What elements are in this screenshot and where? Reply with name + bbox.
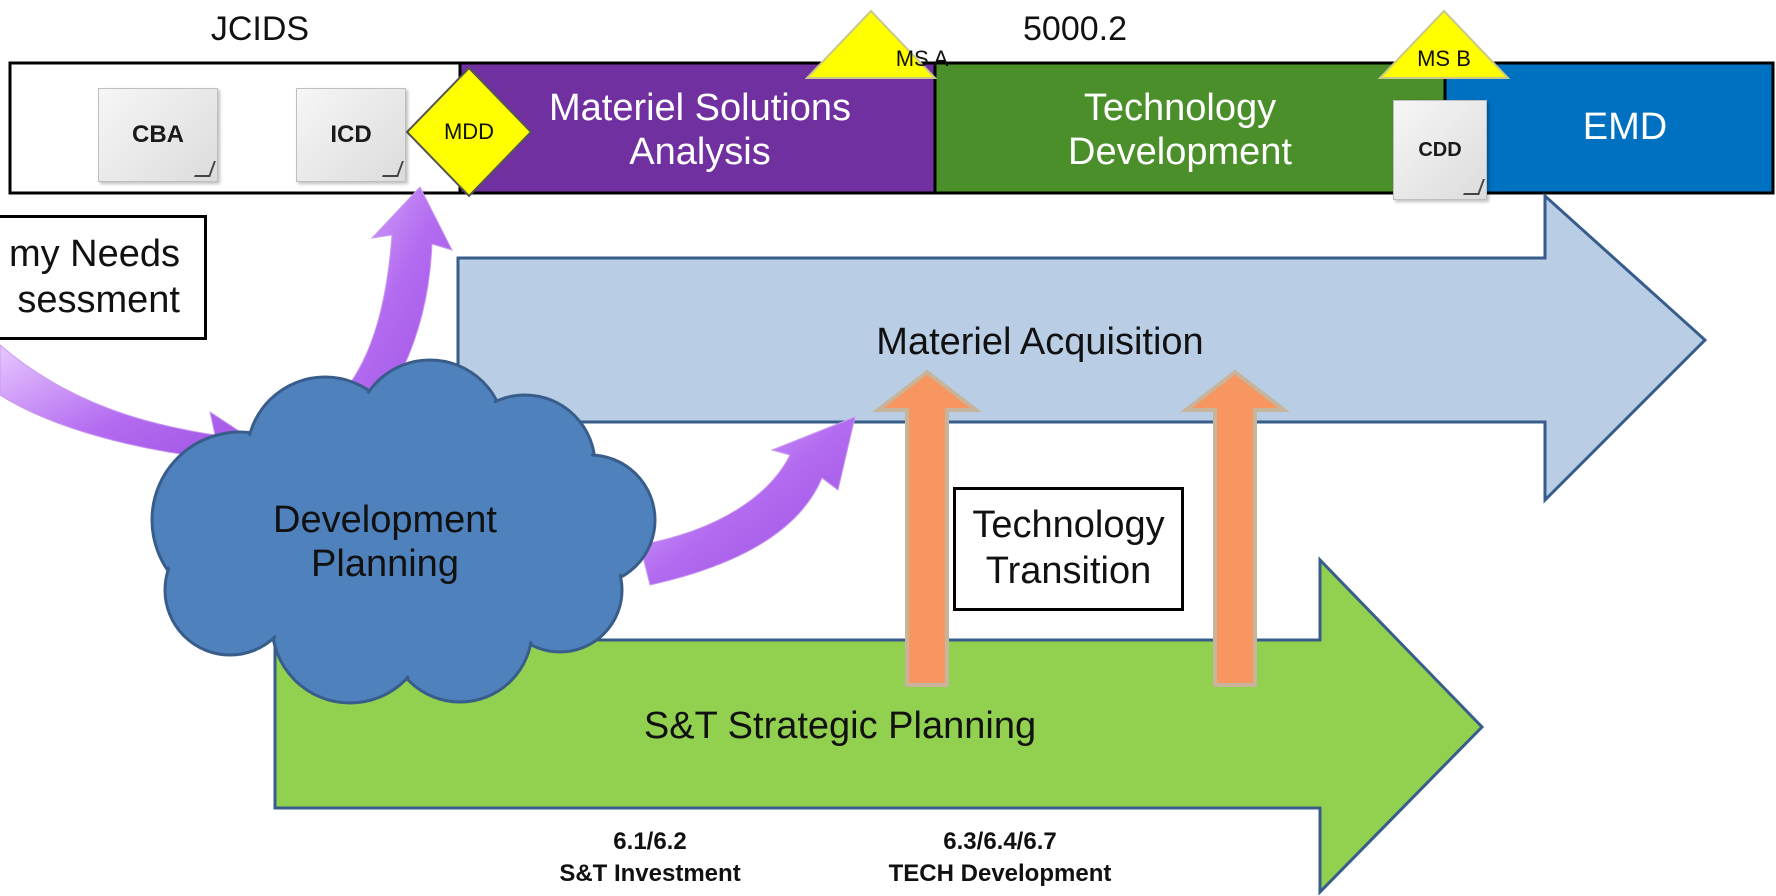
cdd-label: CDD bbox=[1418, 138, 1462, 161]
materiel-acquisition-label: Materiel Acquisition bbox=[876, 321, 1204, 364]
needs-assessment-box: my Needs sessment bbox=[0, 215, 207, 340]
emd-segment bbox=[1443, 61, 1775, 195]
msa-label: Materiel Solutions Analysis bbox=[530, 78, 870, 184]
development-planning-label: Development Planning bbox=[240, 488, 530, 598]
technology-transition-box: Technology Transition bbox=[953, 487, 1184, 611]
mdd-diamond bbox=[405, 66, 533, 198]
milestone-a-triangle bbox=[804, 9, 938, 79]
msa-label-line2: Analysis bbox=[629, 131, 771, 173]
transition-arrow-right bbox=[1180, 369, 1290, 687]
icd-document-icon: ICD bbox=[296, 88, 406, 182]
cba-label: CBA bbox=[132, 121, 184, 148]
st-strategic-planning-label: S&T Strategic Planning bbox=[643, 705, 1037, 748]
st-investment-line2: S&T Investment bbox=[559, 860, 741, 888]
td-label-line1: Technology bbox=[1083, 87, 1277, 130]
cba-document-icon: CBA bbox=[98, 88, 218, 182]
td-label-line2: Development bbox=[1068, 131, 1292, 173]
icd-label: ICD bbox=[330, 121, 372, 148]
dod-5000-label: 5000.2 bbox=[1023, 10, 1127, 49]
milestone-a-label: MS A bbox=[895, 46, 949, 72]
needs-assessment-line2: sessment bbox=[17, 278, 180, 321]
tech-development-line2: TECH Development bbox=[888, 860, 1112, 888]
msa-segment bbox=[458, 61, 937, 195]
development-planning-line2: Planning bbox=[311, 543, 459, 585]
msa-label-line1: Materiel Solutions bbox=[548, 87, 852, 130]
jcids-label: JCIDS bbox=[210, 10, 310, 49]
mdd-label: MDD bbox=[443, 119, 495, 145]
milestone-b-triangle bbox=[1377, 9, 1511, 79]
st-investment-line1: 6.1/6.2 bbox=[613, 828, 687, 855]
planning-to-acquisition-arrow bbox=[639, 416, 856, 586]
tech-development-label: 6.3/6.4/6.7 TECH Development bbox=[845, 826, 1155, 891]
td-segment bbox=[933, 61, 1447, 195]
needs-assessment-line1: my Needs bbox=[8, 232, 180, 275]
milestone-b-label: MS B bbox=[1417, 46, 1471, 72]
st-investment-label: 6.1/6.2 S&T Investment bbox=[525, 826, 775, 891]
technology-transition-line2: Transition bbox=[985, 550, 1152, 592]
development-planning-line1: Development bbox=[273, 499, 497, 542]
tech-development-line1: 6.3/6.4/6.7 bbox=[943, 828, 1057, 855]
cdd-document-icon: CDD bbox=[1393, 100, 1487, 200]
td-label: Technology Development bbox=[1040, 78, 1320, 184]
transition-arrow-left bbox=[872, 369, 982, 687]
materiel-acquisition-arrow bbox=[456, 192, 1708, 504]
technology-transition-line1: Technology bbox=[972, 504, 1165, 547]
emd-label: EMD bbox=[1582, 106, 1668, 149]
